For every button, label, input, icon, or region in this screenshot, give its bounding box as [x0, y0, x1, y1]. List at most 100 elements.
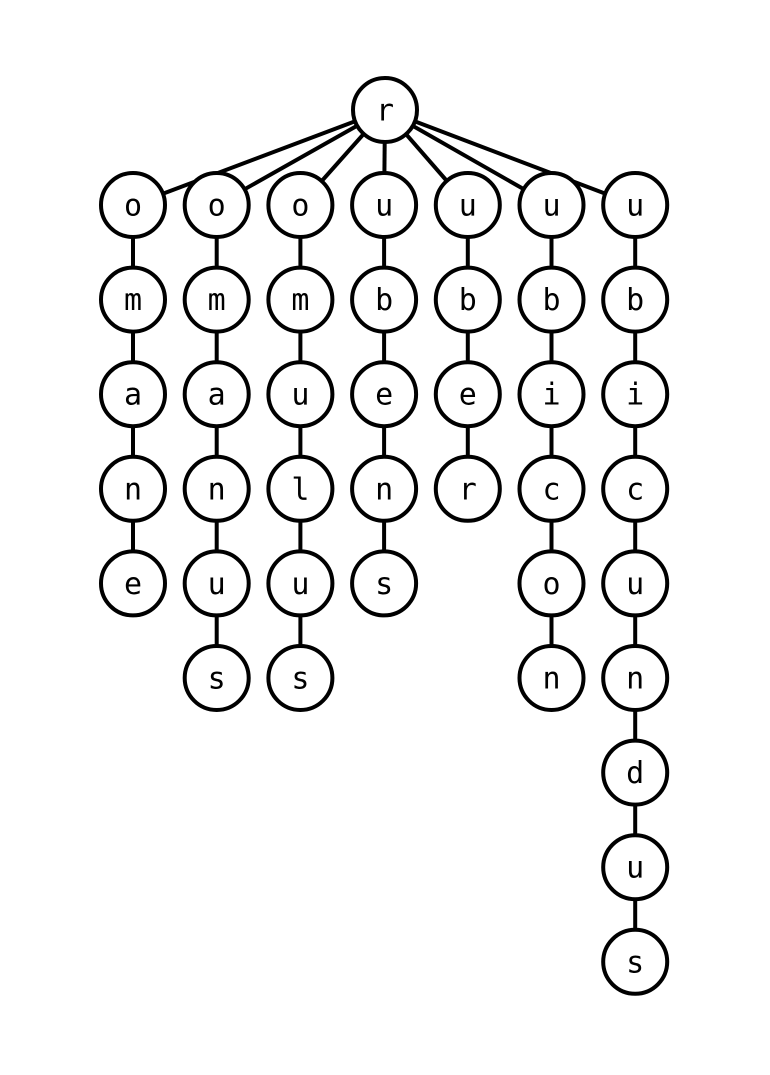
node-circle [433, 360, 502, 429]
node-label: c [626, 472, 644, 507]
node-circle [517, 644, 586, 712]
node-label: n [124, 472, 142, 507]
node-label: e [124, 567, 142, 602]
node-branch-5-4: r [433, 454, 502, 523]
node-label: i [626, 378, 644, 413]
node-label: s [375, 567, 393, 602]
node-circle [351, 76, 419, 144]
node-circle [350, 360, 419, 429]
node-branch-7-1: u [601, 171, 670, 239]
node-circle [601, 360, 670, 429]
node-circle [182, 454, 251, 523]
node-label: u [375, 189, 393, 224]
node-label: b [459, 283, 477, 318]
node-branch-1-5: e [99, 549, 167, 618]
node-label: u [626, 567, 644, 602]
node-circle [99, 360, 167, 429]
node-branch-4-1: u [350, 171, 419, 239]
node-label: b [626, 283, 644, 318]
node-branch-1-1: o [99, 171, 167, 239]
node-circle [517, 171, 586, 239]
node-label: u [626, 851, 644, 886]
node-label: a [124, 378, 142, 413]
node-circle [433, 454, 502, 523]
node-branch-3-1: o [266, 171, 335, 239]
edge-root-branch-7 [384, 108, 636, 207]
node-circle [601, 549, 670, 618]
node-label: m [124, 283, 142, 318]
node-label: o [542, 567, 560, 602]
node-label: n [375, 472, 393, 507]
node-circle [433, 171, 502, 239]
node-circle [350, 454, 419, 523]
node-circle [517, 549, 586, 618]
node-circle [99, 454, 167, 523]
node-circle [433, 265, 502, 334]
node-circle [601, 927, 670, 996]
node-circle [182, 644, 251, 712]
node-label: s [626, 945, 644, 980]
node-circle [601, 644, 670, 712]
node-label: u [291, 378, 309, 413]
node-circle [350, 265, 419, 334]
node-branch-2-3: a [182, 360, 251, 429]
node-branch-6-6: n [517, 644, 586, 712]
node-circle [350, 549, 419, 618]
node-circle [601, 738, 670, 807]
node-branch-1-4: n [99, 454, 167, 523]
node-label: n [208, 472, 226, 507]
node-label: b [375, 283, 393, 318]
node-branch-1-2: m [99, 265, 167, 334]
node-label: l [291, 472, 309, 507]
node-circle [99, 171, 167, 239]
node-branch-7-5: u [601, 549, 670, 618]
node-circle [266, 549, 335, 618]
node-circle [266, 644, 335, 712]
node-circle [266, 171, 335, 239]
node-branch-4-5: s [350, 549, 419, 618]
node-label: b [542, 283, 560, 318]
node-circle [601, 265, 670, 334]
node-label: c [542, 472, 560, 507]
node-branch-3-2: m [266, 265, 335, 334]
node-branch-6-4: c [517, 454, 586, 523]
node-circle [266, 454, 335, 523]
node-branch-7-8: u [601, 833, 670, 902]
node-circle [99, 265, 167, 334]
node-circle [517, 360, 586, 429]
node-branch-5-1: u [433, 171, 502, 239]
node-branch-7-2: b [601, 265, 670, 334]
node-label: o [208, 189, 226, 224]
node-circle [601, 454, 670, 523]
node-branch-4-2: b [350, 265, 419, 334]
node-label: u [208, 567, 226, 602]
node-label: n [626, 662, 644, 697]
node-label: r [376, 94, 394, 129]
node-label: m [291, 283, 309, 318]
node-label: a [208, 378, 226, 413]
node-branch-3-3: u [266, 360, 335, 429]
edge-root-branch-1 [132, 108, 386, 207]
node-branch-6-5: o [517, 549, 586, 618]
node-circle [182, 265, 251, 334]
node-circle [266, 360, 335, 429]
node-branch-6-2: b [517, 265, 586, 334]
node-label: m [208, 283, 226, 318]
node-branch-2-5: u [182, 549, 251, 618]
node-branch-2-1: o [182, 171, 251, 239]
node-circle [601, 833, 670, 902]
node-branch-2-6: s [182, 644, 251, 712]
node-branch-2-4: n [182, 454, 251, 523]
node-label: o [291, 189, 309, 224]
node-circle [601, 171, 670, 239]
node-label: o [124, 189, 142, 224]
node-circle [182, 171, 251, 239]
node-branch-7-4: c [601, 454, 670, 523]
node-branch-7-9: s [601, 927, 670, 996]
node-label: n [542, 662, 560, 697]
node-circle [182, 549, 251, 618]
node-circle [517, 454, 586, 523]
node-label: i [542, 378, 560, 413]
node-branch-3-6: s [266, 644, 335, 712]
node-label: s [208, 662, 226, 697]
